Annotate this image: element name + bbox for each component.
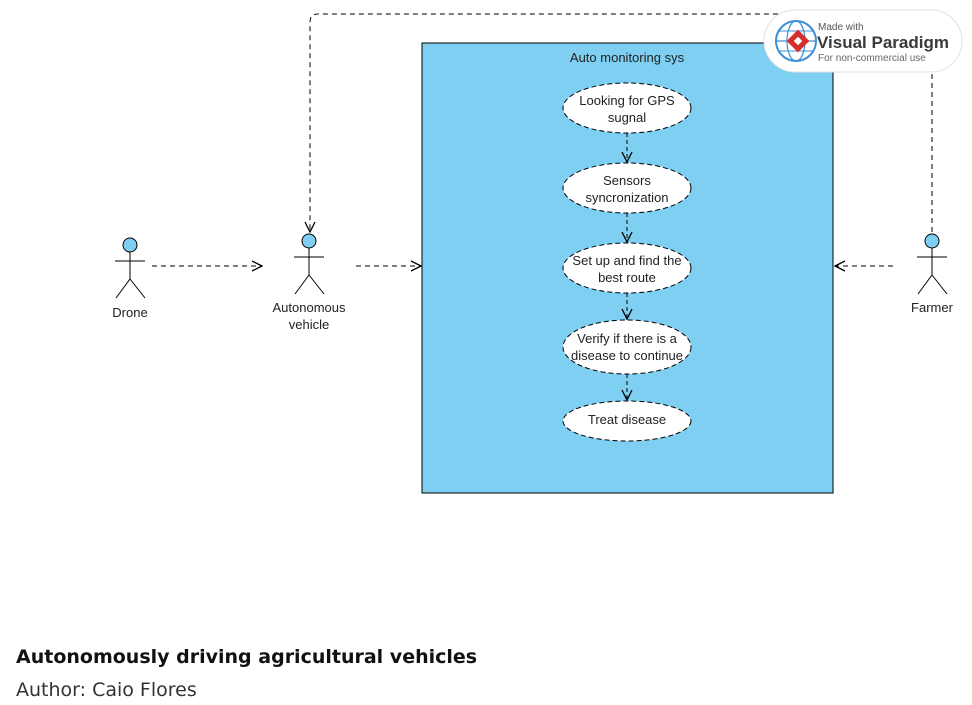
use-case-gps[interactable]: Looking for GPS sugnal bbox=[562, 82, 692, 134]
actor-drone-label: Drone bbox=[112, 305, 147, 320]
use-case-verify[interactable]: Verify if there is a disease to continue bbox=[562, 319, 692, 375]
use-case-route-line1: Set up and find the bbox=[572, 253, 681, 268]
actor-vehicle-label-line1: Autonomous bbox=[273, 300, 346, 315]
use-case-sensors[interactable]: Sensors syncronization bbox=[562, 162, 692, 214]
actor-farmer[interactable] bbox=[917, 233, 948, 295]
farmer-to-vehicle-arrow bbox=[310, 13, 933, 232]
use-case-treat-line1: Treat disease bbox=[588, 412, 666, 427]
use-case-gps-line1: Looking for GPS bbox=[579, 93, 675, 108]
actor-vehicle-label-line2: vehicle bbox=[289, 317, 329, 332]
use-case-treat[interactable]: Treat disease bbox=[562, 400, 692, 442]
diagram-caption-title: Autonomously driving agricultural vehicl… bbox=[16, 646, 478, 668]
use-case-route[interactable]: Set up and find the best route bbox=[562, 242, 692, 294]
diagram-caption-author: Author: Caio Flores bbox=[16, 679, 197, 701]
visual-paradigm-logo-icon bbox=[775, 20, 817, 62]
actor-drone[interactable] bbox=[115, 237, 146, 299]
system-title: Auto monitoring sys bbox=[570, 50, 685, 65]
use-case-route-line2: best route bbox=[598, 270, 656, 285]
actor-autonomous-vehicle[interactable] bbox=[294, 233, 325, 295]
visual-paradigm-watermark: Made with Visual Paradigm For non-commer… bbox=[763, 9, 963, 73]
actor-farmer-label: Farmer bbox=[911, 300, 954, 315]
watermark-note: For non-commercial use bbox=[818, 53, 926, 64]
watermark-brand: Visual Paradigm bbox=[817, 33, 949, 52]
use-case-verify-line1: Verify if there is a bbox=[577, 331, 677, 346]
watermark-made-with: Made with bbox=[818, 22, 864, 33]
use-case-sensors-line2: syncronization bbox=[585, 190, 668, 205]
use-case-gps-line2: sugnal bbox=[608, 110, 646, 125]
use-case-sensors-line1: Sensors bbox=[603, 173, 651, 188]
use-case-verify-line2: disease to continue bbox=[571, 348, 683, 363]
